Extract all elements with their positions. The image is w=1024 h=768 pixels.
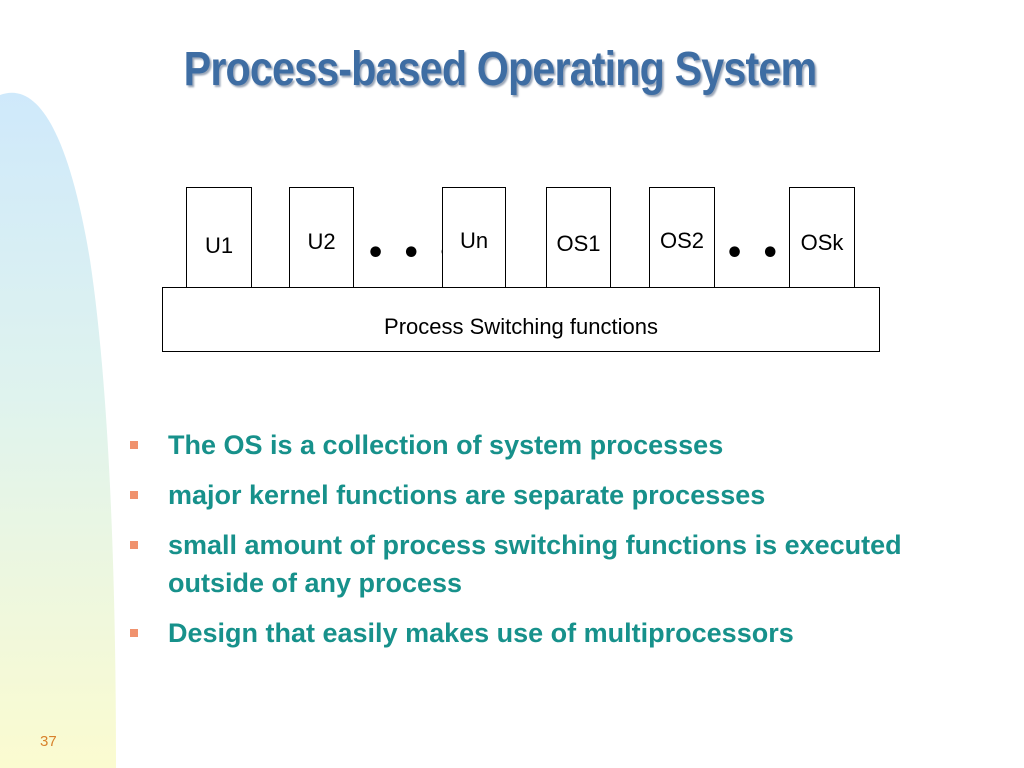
process-box-un: Un	[442, 187, 506, 288]
square-bullet-icon	[130, 629, 138, 637]
process-box-osk: OSk	[789, 187, 855, 288]
bullet-text: major kernel functions are separate proc…	[168, 480, 766, 510]
square-bullet-icon	[130, 491, 138, 499]
process-label: U2	[307, 229, 336, 254]
square-bullet-icon	[130, 441, 138, 449]
process-box-u1: U1	[186, 187, 252, 288]
bullet-item: small amount of process switching functi…	[130, 526, 1000, 602]
bullet-text: small amount of process switching functi…	[168, 530, 902, 598]
process-label: OS1	[556, 231, 601, 256]
slide-title: Process-based Operating System	[183, 43, 818, 96]
process-switching-bar: Process Switching functions	[162, 287, 880, 352]
bullet-list: The OS is a collection of system process…	[130, 426, 1000, 664]
process-label: U1	[204, 233, 234, 258]
bullet-text: The OS is a collection of system process…	[168, 430, 724, 460]
process-label: OSk	[800, 230, 844, 255]
process-label: OS2	[659, 228, 705, 253]
ellipsis-user: • • •	[366, 236, 460, 271]
process-box-u2: U2	[289, 187, 354, 288]
bullet-item: The OS is a collection of system process…	[130, 426, 1000, 464]
process-label: Un	[459, 228, 489, 253]
bullet-text: Design that easily makes use of multipro…	[168, 618, 794, 648]
bullet-item: major kernel functions are separate proc…	[130, 476, 1000, 514]
square-bullet-icon	[130, 541, 138, 549]
process-box-os2: OS2	[649, 187, 715, 288]
process-box-os1: OS1	[546, 187, 611, 288]
bullet-item: Design that easily makes use of multipro…	[130, 614, 1000, 652]
process-switching-label: Process Switching functions	[384, 314, 658, 339]
slide-number: 37	[40, 733, 57, 750]
background-wave	[0, 92, 116, 768]
